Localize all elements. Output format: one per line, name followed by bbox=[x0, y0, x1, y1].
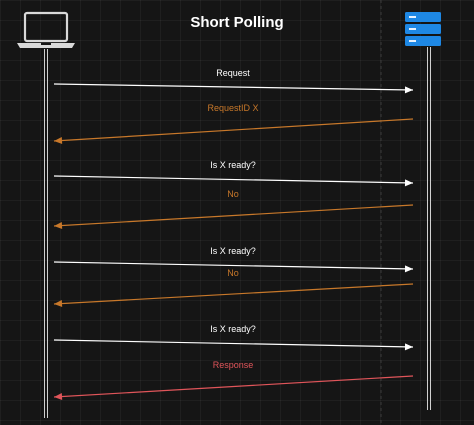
message-arrow bbox=[53, 283, 414, 308]
message-label: Is X ready? bbox=[210, 324, 256, 334]
arrowhead bbox=[54, 300, 63, 308]
message-arrow bbox=[53, 375, 414, 401]
message-label: Response bbox=[212, 360, 254, 370]
message-label: Is X ready? bbox=[210, 246, 256, 256]
message-arrow bbox=[53, 83, 414, 94]
arrowhead bbox=[54, 222, 63, 230]
message-arrow bbox=[53, 204, 414, 230]
message-arrow bbox=[53, 339, 414, 351]
arrowhead bbox=[404, 86, 413, 94]
message-arrow bbox=[53, 175, 414, 187]
message-label: Request bbox=[216, 68, 250, 78]
arrowhead bbox=[54, 393, 63, 401]
arrowhead bbox=[404, 179, 413, 187]
message-arrow bbox=[53, 261, 414, 273]
message-label: RequestID X bbox=[207, 103, 259, 113]
diagram-title: Short Polling bbox=[190, 14, 284, 31]
arrowhead bbox=[404, 343, 413, 351]
client-lifeline bbox=[44, 49, 48, 418]
message-label: No bbox=[227, 189, 239, 199]
message-label: No bbox=[227, 268, 239, 278]
arrowhead bbox=[404, 265, 413, 273]
server-lifeline bbox=[427, 47, 431, 410]
laptop-icon bbox=[17, 11, 75, 48]
message-arrow bbox=[53, 118, 414, 145]
arrowhead bbox=[54, 137, 63, 145]
server-icon bbox=[405, 12, 441, 46]
message-label: Is X ready? bbox=[210, 160, 256, 170]
